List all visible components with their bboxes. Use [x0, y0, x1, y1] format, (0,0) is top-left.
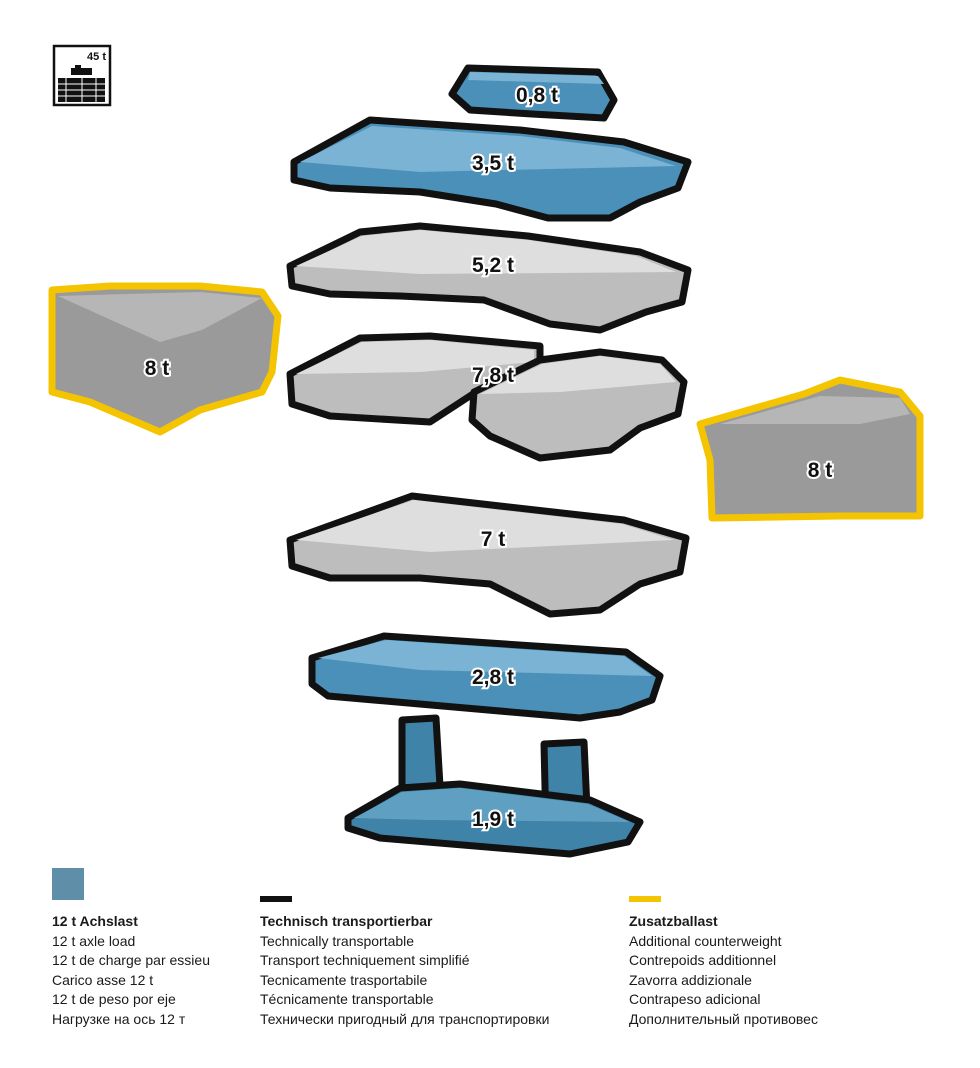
legend-title: 12 t Achslast [52, 913, 138, 929]
module-2-8t [308, 632, 664, 722]
module-1-9t [344, 714, 644, 858]
legend-line: Técnicamente transportable [260, 991, 434, 1008]
weight-label-5-2t: 5,2 t [472, 254, 514, 277]
weight-label-side-left: 8 t [145, 357, 170, 380]
capacity-label: 45 t [87, 51, 106, 63]
legend-title: Technisch transportierbar [260, 913, 433, 929]
weight-label-1-9t: 1,9 t [472, 808, 514, 831]
legend-line: Technically transportable [260, 932, 415, 949]
module-7-8t-right [468, 348, 688, 462]
legend-transportable: Technisch transportierbar Technically tr… [260, 868, 549, 1030]
crane-capacity-icon: 45 t [52, 44, 112, 107]
counterweight-diagram: 45 t [48, 44, 924, 858]
legend-line: 12 t de charge par essieu [52, 952, 210, 969]
module-0-8t [448, 64, 618, 122]
legend-line: Zavorra addizionale [629, 971, 752, 988]
legend-line: Tecnicamente trasportabile [260, 971, 428, 988]
legend-additional-ballast: Zusatzballast Additional counterweight C… [629, 868, 818, 1030]
legend-line: Технически пригодный для транспортировки [260, 1010, 550, 1027]
side-ballast-right [696, 376, 924, 522]
legend-line: Additional counterweight [629, 932, 782, 949]
legend-title: Zusatzballast [629, 913, 718, 929]
legend-axle-load: 12 t Achslast 12 t axle load 12 t de cha… [52, 868, 210, 1030]
legend-line: Дополнительный противовес [629, 1010, 818, 1027]
legend-line: Contrapeso adicional [629, 991, 761, 1008]
module-3-5t [290, 116, 692, 222]
transportable-swatch [260, 896, 292, 902]
legend-line: Transport techniquement simplifié [260, 952, 470, 969]
module-7-8t-left [286, 332, 544, 426]
weight-label-3-5t: 3,5 t [472, 152, 514, 175]
additional-ballast-swatch [629, 896, 661, 902]
legend-line: 12 t axle load [52, 932, 136, 949]
module-7t [286, 492, 690, 618]
weight-label-7-8t: 7,8 t [472, 364, 514, 387]
weight-label-2-8t: 2,8 t [472, 666, 514, 689]
weight-label-side-right: 8 t [808, 459, 833, 482]
weight-label-7t: 7 t [481, 528, 506, 551]
legend-line: Contrepoids additionnel [629, 952, 777, 969]
legend-line: Carico asse 12 t [52, 971, 154, 988]
axle-load-swatch [52, 868, 84, 900]
legend-line: 12 t de peso por eje [52, 991, 176, 1008]
side-ballast-left [48, 282, 282, 436]
weight-label-0-8t: 0,8 t [516, 84, 558, 107]
module-5-2t [286, 222, 692, 334]
legend-line: Нагрузке на ось 12 т [52, 1010, 186, 1027]
